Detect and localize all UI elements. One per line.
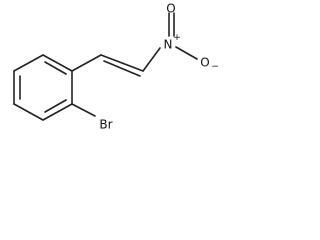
nitrogen-atom-label: N [164, 38, 173, 52]
ring-bond-3 [42, 103, 73, 121]
chemical-structure-diagram: N + O O − Br [13, 2, 219, 132]
nitro-group: N + O O − [164, 2, 219, 73]
ring-double-bond-inner-2 [44, 99, 67, 113]
vinyl-to-nitrogen-bond [142, 47, 161, 72]
oxygen-right-atom-label: O [200, 56, 209, 70]
vinyl-double-bond-outer [100, 54, 144, 72]
ring-bond-1 [42, 54, 73, 72]
oxygen-right-charge: − [211, 62, 219, 72]
ring-bond-6 [13, 54, 44, 72]
nitrogen-charge: + [173, 33, 181, 43]
bromine-substituent: Br [71, 103, 113, 132]
ring-bond-4 [13, 103, 44, 121]
oxygen-top-atom-label: O [166, 2, 175, 16]
ring-double-bond-inner-1 [44, 61, 67, 75]
n-o-single-bond [175, 46, 198, 60]
vinyl-chain [71, 47, 161, 77]
vinyl-double-bond-inner [103, 60, 141, 77]
bromine-atom-label: Br [99, 118, 112, 132]
ring-to-bromine-bond [71, 103, 96, 117]
ring-to-vinyl-bond [71, 54, 102, 72]
benzene-ring [13, 54, 73, 121]
